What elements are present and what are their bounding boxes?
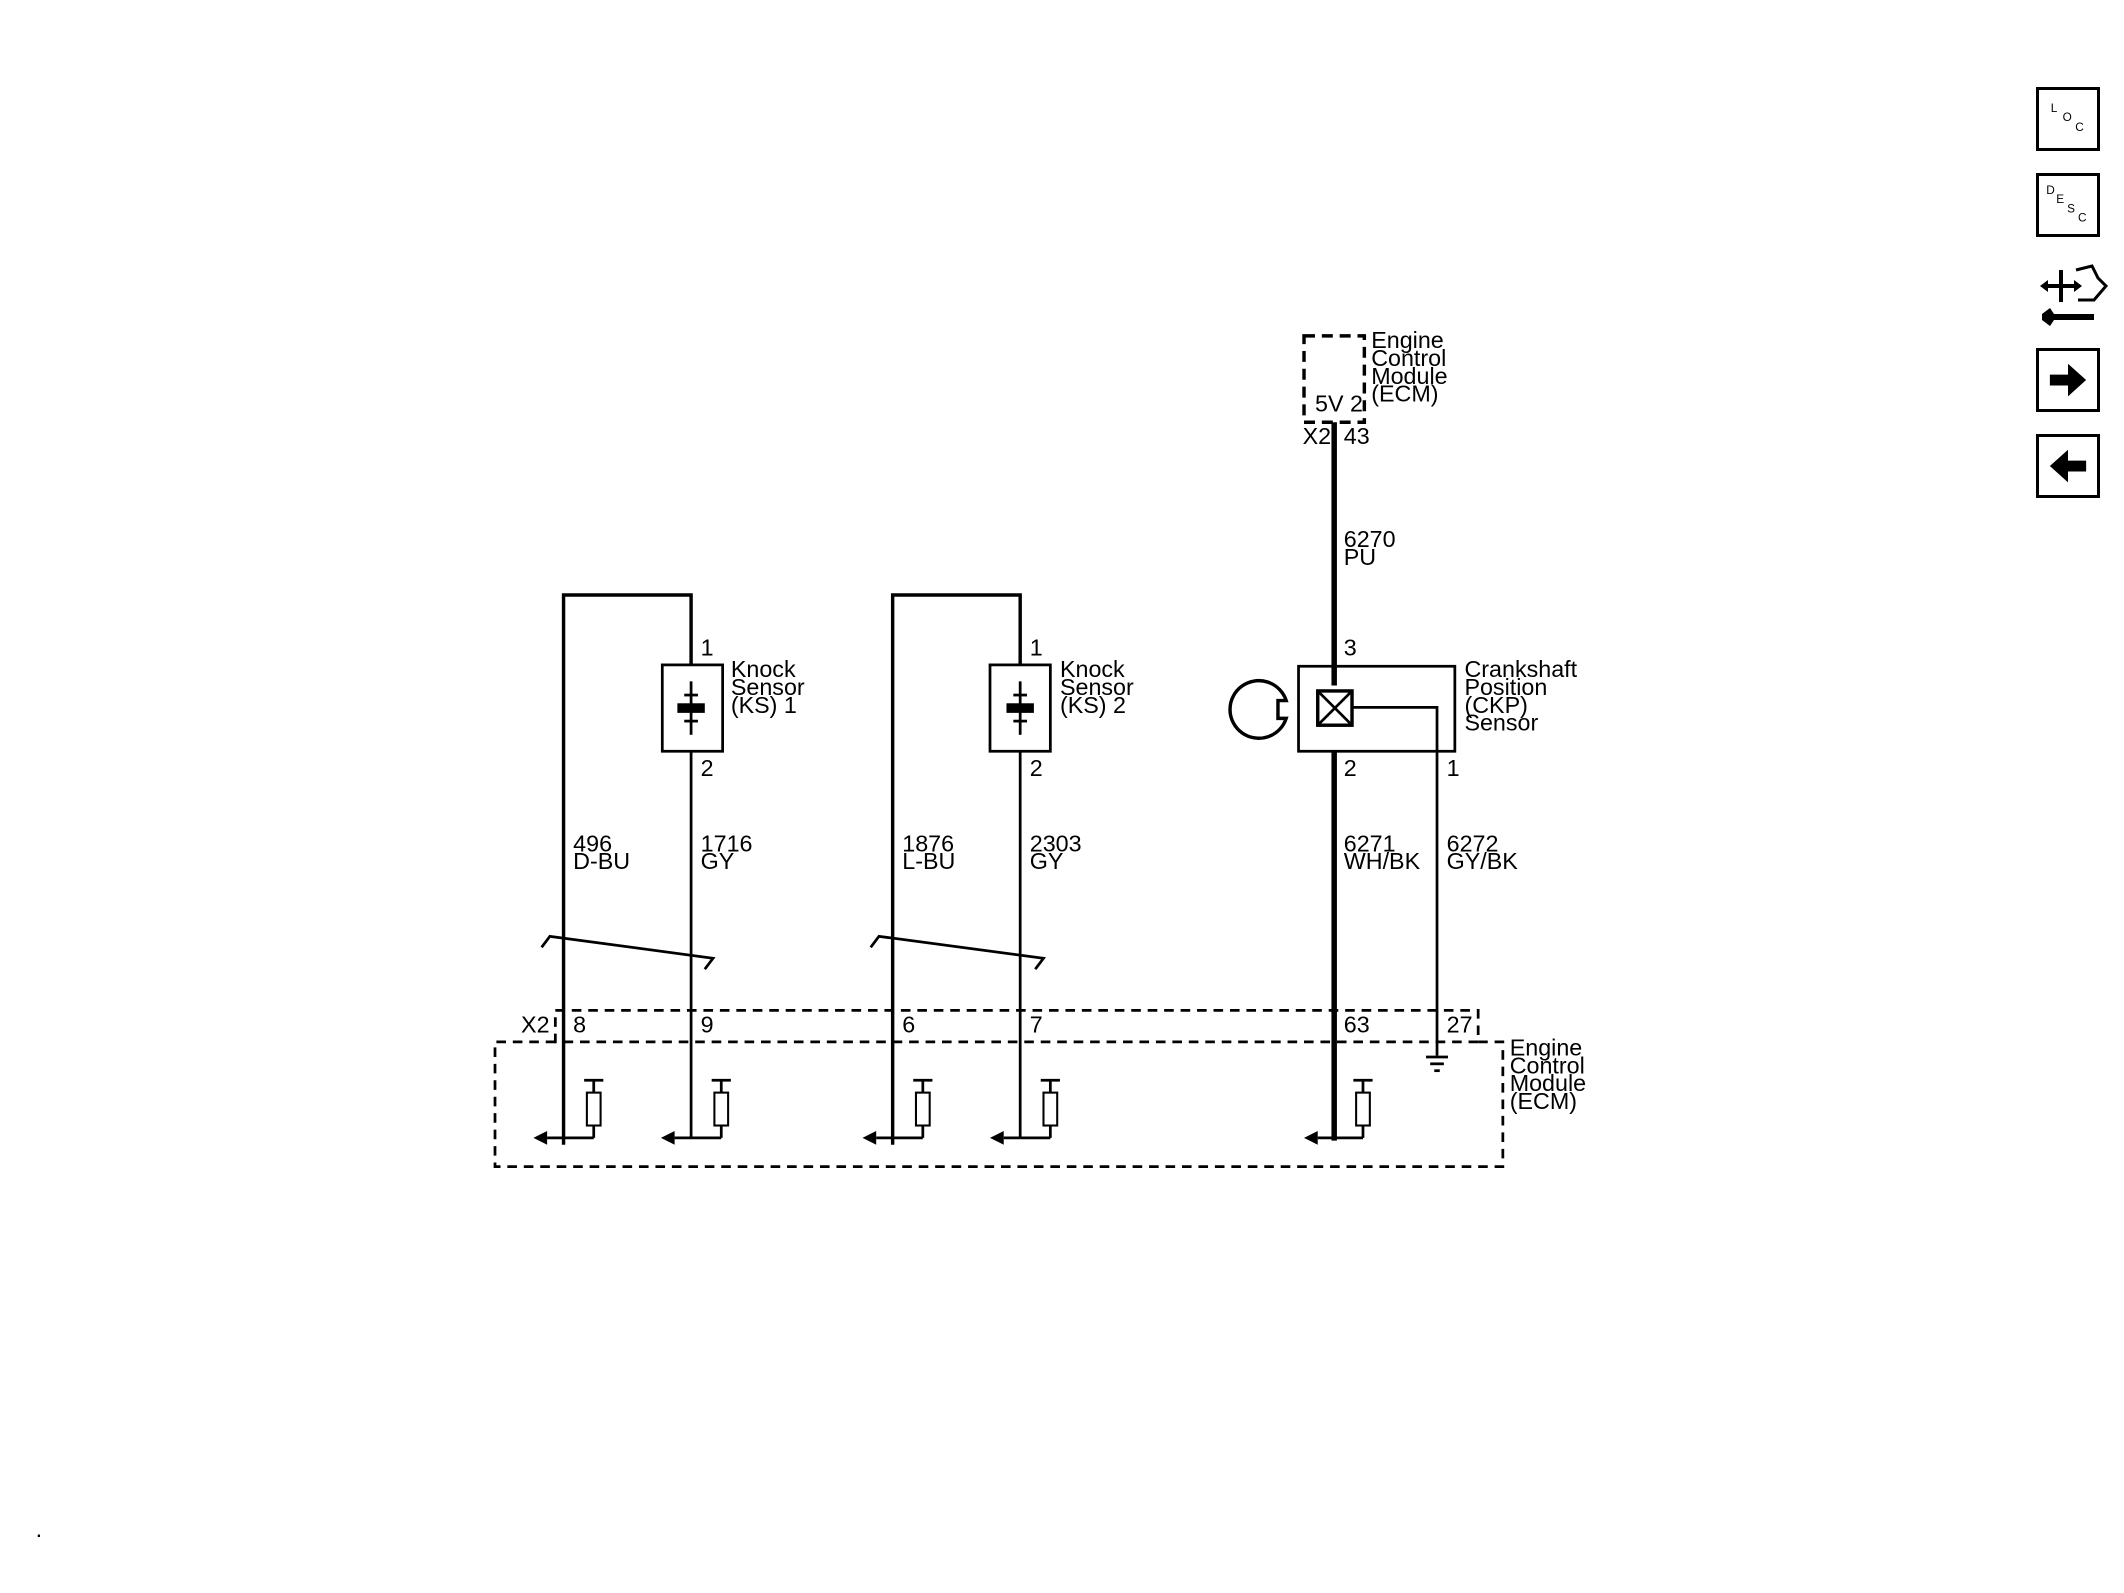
ecm-pin-9: 9 <box>701 1011 714 1037</box>
ecm-input-circuit-8 <box>533 1078 604 1145</box>
wire-496-circuit: 496 <box>573 830 612 856</box>
wire-2303-color: GY <box>1030 848 1064 874</box>
ecm-pin-6: 6 <box>902 1011 915 1037</box>
ks1-name-line-2: Sensor <box>731 674 805 700</box>
ckp-name-line-3: (CKP) <box>1464 692 1527 718</box>
wire-6270-circuit: 6270 <box>1344 526 1396 552</box>
ks1-element <box>677 703 705 713</box>
reluctor-wheel-icon <box>1228 678 1289 740</box>
previous-page-button[interactable] <box>2036 434 2100 498</box>
ks2-shield-twist <box>869 934 1046 971</box>
top-ecm-connector: X2 <box>1303 423 1332 449</box>
ks2-name-line-3: (KS) 2 <box>1060 692 1126 718</box>
ks2-loop-wire <box>890 593 1022 1145</box>
connector-tool-icon[interactable] <box>2036 256 2110 330</box>
wire-6271-color: WH/BK <box>1344 848 1421 874</box>
ks2-pin-bottom: 2 <box>1030 755 1043 781</box>
top-ecm-name-line-1: Engine <box>1371 327 1444 353</box>
knock-sensor-1: 1 2 Knock Sensor (KS) 1 <box>561 593 805 1145</box>
wire-1876-color: L-BU <box>902 848 955 874</box>
arrow-left-icon <box>2049 449 2087 483</box>
ks1-name-line-3: (KS) 1 <box>731 692 797 718</box>
ks1-name-line-1: Knock <box>731 656 796 682</box>
ckp-name-line-2: Position <box>1464 674 1547 700</box>
ecm-pin-8: 8 <box>573 1011 586 1037</box>
top-ecm-name-line-2: Control <box>1371 345 1446 371</box>
bottom-ecm-name-line-3: Module <box>1510 1070 1586 1096</box>
knock-sensor-2: 1 2 Knock Sensor (KS) 2 <box>890 593 1134 1145</box>
ckp-name-line-1: Crankshaft <box>1464 656 1577 682</box>
wire-1876-circuit: 1876 <box>902 830 954 856</box>
bottom-ecm-name-line-4: (ECM) <box>1510 1088 1577 1114</box>
loc-letter-o: O <box>2063 111 2072 124</box>
desc-letter-c: C <box>2078 211 2087 224</box>
wire-6270-color: PU <box>1344 544 1376 570</box>
wire-2303-circuit: 2303 <box>1030 830 1082 856</box>
desc-letter-s: S <box>2067 202 2075 215</box>
arrow-right-icon <box>2049 363 2087 397</box>
top-ecm-pin: 43 <box>1344 423 1370 449</box>
wire-1716-circuit: 1716 <box>701 830 753 856</box>
ks1-loop-wire <box>561 593 693 1145</box>
top-ecm-block: 5V 2 Engine Control Module (ECM) X2 43 <box>1302 327 1448 449</box>
ecm-input-circuit-6 <box>862 1078 933 1145</box>
ecm-input-circuit-63 <box>1304 1078 1373 1145</box>
bottom-ecm-name-line-1: Engine <box>1510 1035 1583 1061</box>
description-button[interactable]: D E S C <box>2036 173 2100 237</box>
ecm-module-outline <box>493 1040 1505 1169</box>
ks2-pin-top: 1 <box>1030 634 1043 660</box>
ks1-pin-top: 1 <box>701 634 714 660</box>
ckp-pin-bottom-right: 1 <box>1447 755 1460 781</box>
ks2-name-line-1: Knock <box>1060 656 1125 682</box>
ks2-element <box>1006 703 1034 713</box>
desc-letter-e: E <box>2056 193 2064 206</box>
x2-connector-outline <box>553 1008 1480 1044</box>
wire-6271-circuit: 6271 <box>1344 830 1396 856</box>
bottom-ecm-connector: X2 <box>521 1011 550 1037</box>
ks1-shield-twist <box>540 934 716 971</box>
top-ecm-inner-label: 5V 2 <box>1315 390 1363 416</box>
ecm-input-circuit-7 <box>990 1078 1060 1145</box>
ks1-pin-bottom: 2 <box>701 755 714 781</box>
loc-letter-c: C <box>2075 121 2084 134</box>
location-button[interactable]: L O C <box>2036 87 2100 151</box>
ckp-pin-bottom-left: 2 <box>1344 755 1357 781</box>
wire-1716-color: GY <box>701 848 735 874</box>
next-page-button[interactable] <box>2036 348 2100 412</box>
ckp-sensor: 3 2 1 Crankshaft Position (CKP) Sensor <box>1228 634 1578 1141</box>
desc-letter-d: D <box>2046 184 2055 197</box>
wire-6272-circuit: 6272 <box>1447 830 1499 856</box>
ecm-pin-7: 7 <box>1030 1011 1043 1037</box>
top-ecm-name-line-3: Module <box>1371 363 1447 389</box>
ground-symbol-icon <box>1426 1055 1448 1073</box>
wire-6272-color: GY/BK <box>1447 848 1519 874</box>
loc-letter-l: L <box>2051 102 2058 115</box>
corner-mark: . <box>36 1516 42 1542</box>
ckp-pin-top: 3 <box>1344 634 1357 660</box>
ks2-name-line-2: Sensor <box>1060 674 1134 700</box>
wire-496-color: D-BU <box>573 848 630 874</box>
ecm-pin-63: 63 <box>1344 1011 1370 1037</box>
ecm-input-circuit-9 <box>660 1078 731 1145</box>
top-ecm-name-line-4: (ECM) <box>1371 381 1438 407</box>
bottom-ecm-name-line-2: Control <box>1510 1052 1585 1078</box>
bottom-ecm-block: X2 8 9 6 7 63 27 Engine Control Module (… <box>493 1008 1586 1169</box>
ckp-name-line-4: Sensor <box>1464 710 1538 736</box>
ecm-pin-27: 27 <box>1447 1011 1473 1037</box>
